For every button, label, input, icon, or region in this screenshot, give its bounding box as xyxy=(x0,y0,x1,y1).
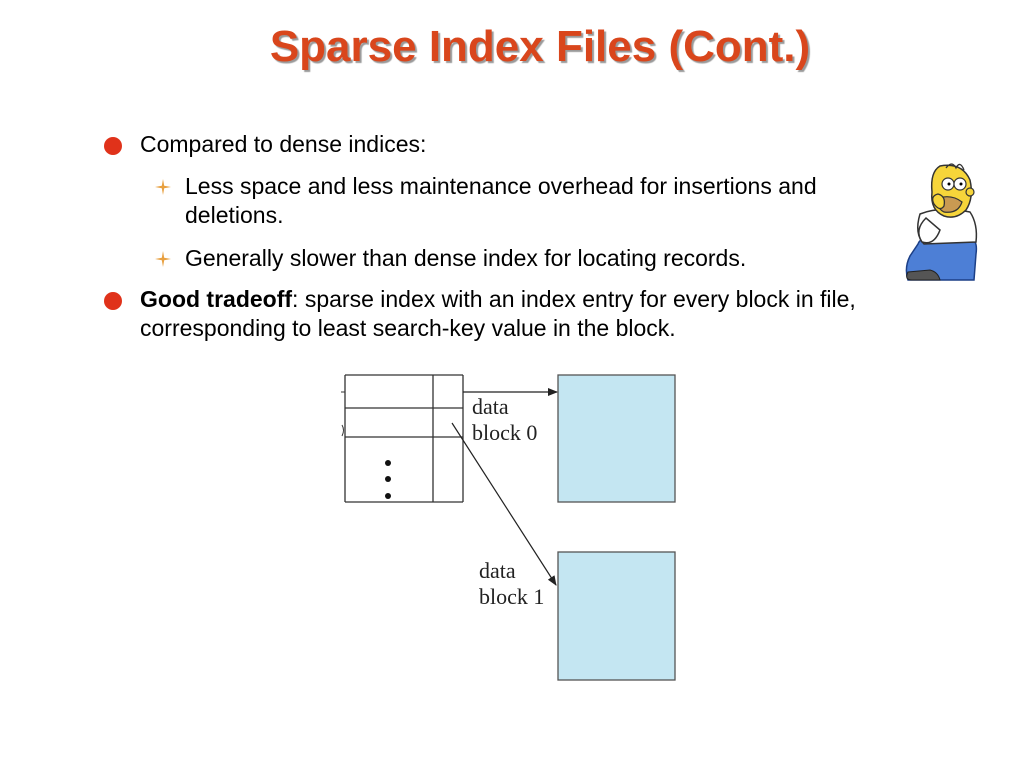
sub-bullet-1-line-2: deletions. xyxy=(185,202,284,228)
star-bullet-icon xyxy=(155,179,171,195)
bullet-dot-icon xyxy=(104,292,122,310)
index-table xyxy=(341,374,464,503)
data-block-0 xyxy=(557,374,676,503)
thinking-mascot-icon xyxy=(905,163,978,281)
data-block-1 xyxy=(557,551,676,681)
block-1-label-line-2: block 1 xyxy=(479,584,544,609)
sub-bullet-1-line-1: Less space and less maintenance overhead… xyxy=(185,173,817,199)
page-title: Sparse Index Files (Cont.) xyxy=(269,22,811,71)
bullet-2-line-1: Good tradeoff: sparse index with an inde… xyxy=(140,285,856,314)
bullet-2-rest: : sparse index with an index entry for e… xyxy=(292,286,856,312)
block-1-label-line-1: data xyxy=(479,558,516,583)
ellipsis-dots xyxy=(385,460,391,499)
bullet-dot-icon xyxy=(104,137,122,155)
bullet-2-bold: Good tradeoff xyxy=(140,286,293,312)
bullet-2-line-2: corresponding to least search-key value … xyxy=(140,315,676,341)
star-bullet-icon xyxy=(155,251,171,267)
block-0-label-line-1: data xyxy=(472,394,509,419)
bullet-1-text: Compared to dense indices: xyxy=(140,131,427,157)
sub-bullet-2-line-1: Generally slower than dense index for lo… xyxy=(185,245,747,271)
block-0-label-line-2: block 0 xyxy=(472,420,537,445)
pointer-arrow-1 xyxy=(451,422,557,586)
